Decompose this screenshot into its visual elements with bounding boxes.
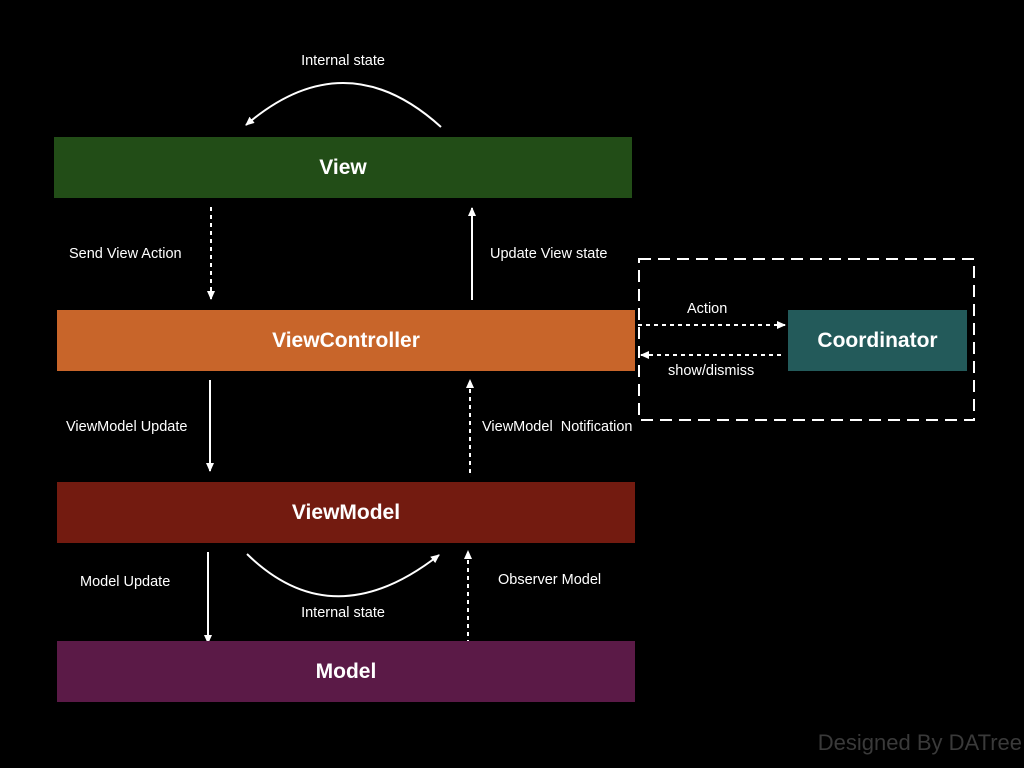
update-view-state-label: Update View state: [490, 246, 608, 262]
internal-state-top-label: Internal state: [301, 53, 385, 69]
internal-state-top-arrow: [245, 82, 442, 128]
view-node-label: View: [319, 155, 367, 179]
view-controller-node-label: ViewController: [272, 328, 420, 352]
watermark-text: Designed By DATree: [817, 730, 1022, 755]
send-view-action-label: Send View Action: [69, 246, 182, 262]
view-model-notification-label: ViewModel Notification: [482, 419, 633, 435]
coordinator-node: Coordinator: [788, 310, 967, 371]
view-controller-node: ViewController: [57, 310, 635, 371]
view-model-node-label: ViewModel: [291, 500, 401, 524]
model-node: Model: [57, 641, 635, 702]
show-dismiss-label: show/dismiss: [668, 363, 755, 379]
coordinator-node-label: Coordinator: [817, 328, 938, 352]
internal-state-bottom-arrow: [246, 553, 440, 598]
model-node-label: Model: [315, 659, 377, 683]
view-model-node: ViewModel: [57, 482, 635, 543]
view-model-update-label: ViewModel Update: [66, 419, 188, 435]
model-update-label: Model Update: [80, 574, 171, 590]
observer-model-label: Observer Model: [498, 572, 602, 588]
internal-state-bottom-label: Internal state: [301, 605, 385, 621]
action-label: Action: [687, 301, 728, 317]
view-node: View: [54, 137, 632, 198]
